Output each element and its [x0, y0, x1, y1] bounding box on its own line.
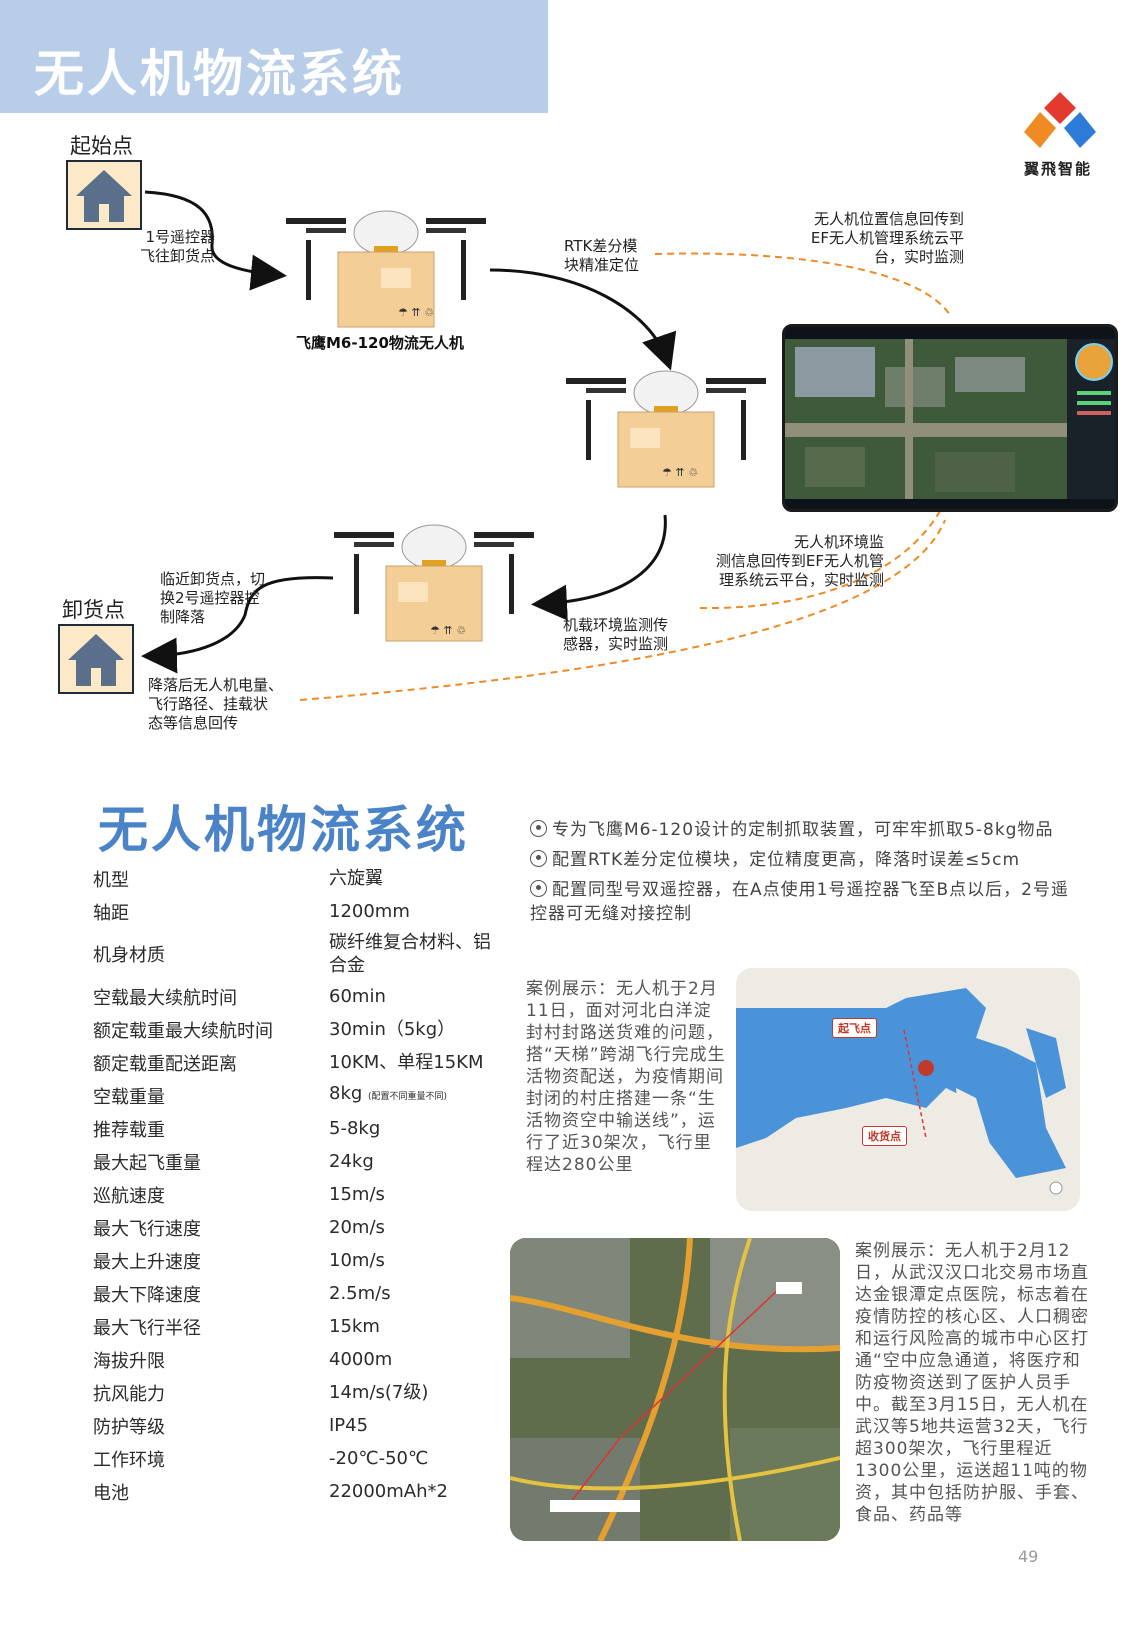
logo-text: 翼飛智能	[1024, 160, 1093, 178]
company-logo	[1024, 92, 1096, 148]
page-number: 49	[1018, 1547, 1039, 1566]
feature-item: 专为飞鹰M6-120设计的定制抓取装置，可牢牢抓取5-8kg物品	[530, 818, 1070, 842]
feature-list: 专为飞鹰M6-120设计的定制抓取装置，可牢牢抓取5-8kg物品 配置RTK差分…	[530, 818, 1070, 932]
sensor-label: 机载环境监测传感器，实时监测	[563, 616, 669, 653]
end-house-icon	[58, 624, 134, 694]
case2-text: 案例展示：无人机于2月12日，从武汉汉口北交易市场直达金银潭定点医院，标志着在疫…	[855, 1241, 1089, 1525]
spec-section-title: 无人机物流系统	[98, 801, 469, 859]
drone-caption: 飞鹰M6-120物流无人机	[296, 334, 464, 352]
env-label: 无人机环境监测信息回传到EF无人机管理系统云平台，实时监测	[715, 533, 884, 589]
case1-map: 起飞点 收货点	[736, 968, 1080, 1211]
spec-note: (配置不同重量不同)	[368, 1092, 448, 1102]
propeller-icon	[530, 880, 547, 897]
feature-item: 配置RTK差分定位模块，定位精度更高，降落时误差≤5cm	[530, 848, 1070, 872]
switch-label: 临近卸货点，切换2号遥控器控制降落	[160, 570, 266, 626]
flow-arrows	[141, 190, 951, 701]
feature-item: 配置同型号双遥控器，在A点使用1号遥控器飞至B点以后，2号遥控器可无缝对接控制	[530, 880, 1069, 924]
svg-text:☂ ⇈ ♲: ☂ ⇈ ♲	[398, 306, 434, 319]
propeller-icon	[530, 850, 547, 867]
spec-row: 机身材质碳纤维复合材料、铝合金	[93, 932, 491, 976]
drone-3-icon: ☂ ⇈ ♲	[334, 524, 534, 642]
cloud-platform-screenshot	[782, 324, 1118, 512]
page-title: 无人机物流系统	[34, 45, 405, 103]
spec-row: 工作环境-20℃-50℃	[93, 1448, 429, 1471]
start-house-icon	[66, 160, 142, 230]
takeoff-tag: 起飞点	[832, 1018, 877, 1038]
svg-text:☂ ⇈ ♲: ☂ ⇈ ♲	[430, 624, 466, 637]
flow-diagram: 起始点 卸货点 1号遥控器飞往卸货点 ☂ ⇈ ♲ 飞鹰M6-120物流无人机 R…	[0, 120, 1125, 770]
start-point-label: 起始点	[70, 134, 133, 158]
step1-label: 1号遥控器飞往卸货点	[139, 228, 215, 265]
spec-row: 机型六旋翼	[93, 868, 383, 891]
drone-1-icon: ☂ ⇈ ♲	[286, 210, 486, 328]
svg-text:☂ ⇈ ♲: ☂ ⇈ ♲	[662, 466, 698, 479]
receive-tag: 收货点	[862, 1126, 907, 1146]
header-band	[0, 0, 548, 113]
after-landing-label: 降落后无人机电量、飞行路径、挂载状态等信息回传	[148, 676, 284, 732]
propeller-icon	[530, 820, 547, 837]
rtk-label: RTK差分模块精准定位	[564, 237, 640, 274]
end-point-label: 卸货点	[62, 598, 125, 622]
case1-text: 案例展示：无人机于2月11日，面对河北白洋淀封村封路送货难的问题，搭“天梯”跨湖…	[526, 979, 726, 1175]
case2-satellite-map	[510, 1238, 840, 1541]
drone-2-icon: ☂ ⇈ ♲	[566, 370, 766, 488]
